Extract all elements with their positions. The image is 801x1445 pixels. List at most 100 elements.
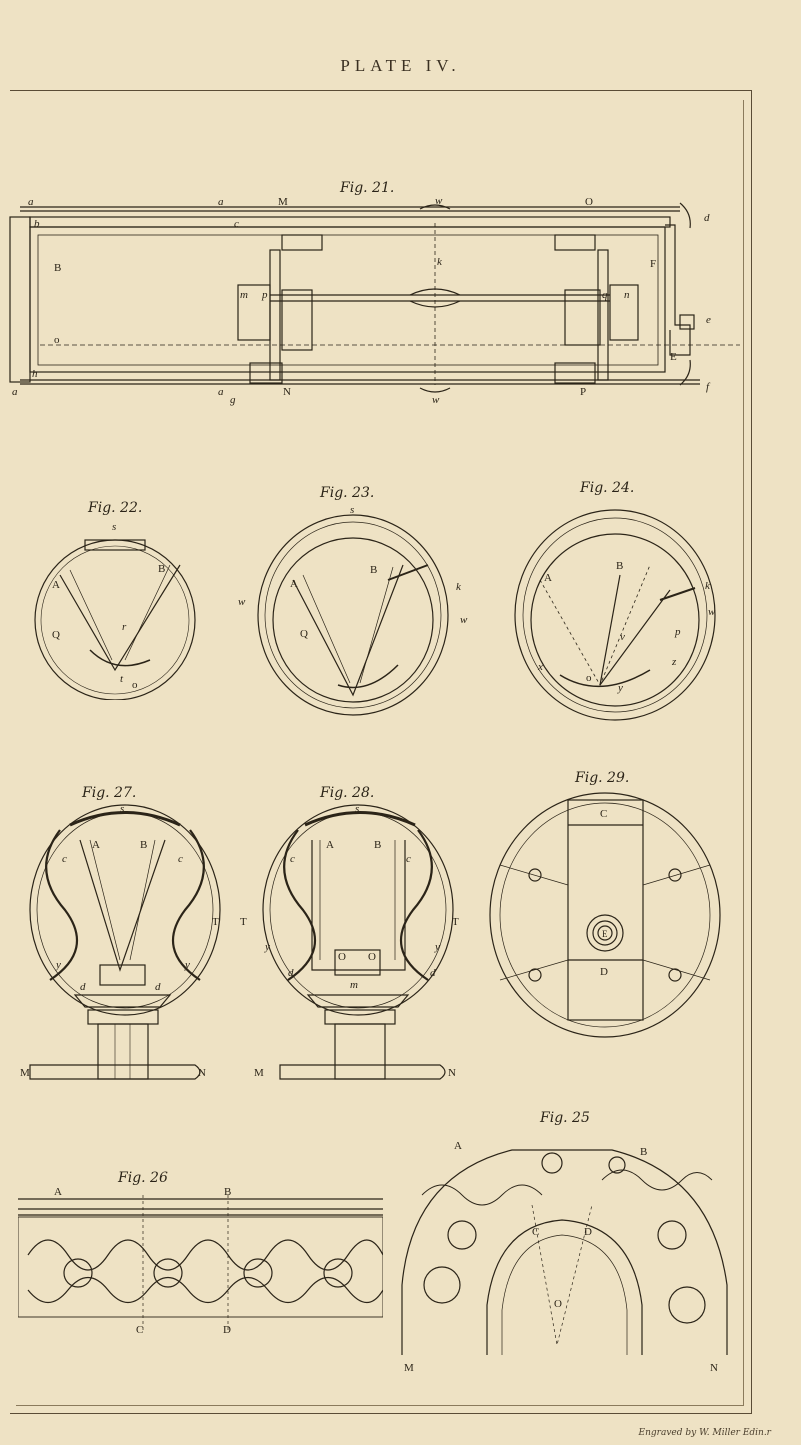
- fig21-label-w2: w: [432, 394, 440, 406]
- fig27-label-B: B: [140, 839, 147, 851]
- fig23-label-Q: Q: [300, 628, 308, 640]
- fig24-caption: Fig. 24.: [580, 480, 635, 496]
- fig22-label-o: o: [132, 679, 138, 691]
- fig21-label-g: g: [230, 394, 236, 406]
- fig21-label-b: b: [34, 218, 40, 230]
- fig23-label-w2: w: [460, 614, 468, 626]
- fig24-label-o: o: [586, 672, 592, 684]
- fig21-label-d: d: [704, 212, 710, 224]
- plate-border: [10, 90, 752, 1414]
- fig21-label-N: N: [283, 386, 291, 398]
- fig21-label-o: o: [54, 334, 60, 346]
- fig22-label-s: s: [112, 521, 116, 533]
- fig28-label-o2: O: [368, 951, 376, 963]
- fig25-label-M: M: [404, 1362, 414, 1374]
- fig27-label-A: A: [92, 839, 100, 851]
- fig24-label-z: z: [671, 656, 677, 668]
- fig28-label-c1: c: [290, 853, 295, 865]
- fig21-drawing: a a w b c d k m p q n e h f a a g w M O …: [9, 195, 740, 406]
- fig26-drawing: A B C D: [18, 1186, 383, 1336]
- fig23-label-w1: w: [238, 596, 246, 608]
- fig21-label-w1: w: [435, 195, 443, 207]
- fig23-label-A: A: [290, 578, 298, 590]
- fig22-caption: Fig. 22.: [88, 500, 143, 516]
- fig21-label-e: e: [706, 314, 711, 326]
- fig24-label-k: k: [705, 580, 711, 592]
- fig28-label-N: N: [448, 1067, 456, 1079]
- fig28-label-m: m: [350, 979, 358, 991]
- fig23-label-s: s: [350, 505, 354, 516]
- fig24-label-y: y: [617, 682, 623, 694]
- fig26-label-D: D: [223, 1324, 231, 1336]
- fig27-label-N: N: [198, 1067, 206, 1079]
- fig22-drawing: s r t A B Q o: [34, 521, 196, 700]
- fig24-drawing: k w v p x z y A B o: [514, 509, 716, 721]
- fig29-label-C: C: [600, 808, 607, 820]
- fig27-label-M: M: [20, 1067, 30, 1079]
- fig22-label-t: t: [120, 673, 124, 685]
- fig25-label-O: O: [554, 1298, 562, 1310]
- fig26-label-A: A: [54, 1186, 62, 1198]
- fig22-label-Q: Q: [52, 629, 60, 641]
- fig28-label-T1: T: [240, 916, 247, 928]
- fig21-label-P: P: [580, 386, 586, 398]
- fig28-label-y2: y: [434, 941, 440, 953]
- fig25-label-N: N: [710, 1362, 718, 1374]
- fig29-label-E: E: [602, 929, 608, 939]
- fig26-caption: Fig. 26: [118, 1170, 168, 1186]
- fig26-label-C: C: [136, 1324, 143, 1336]
- fig21-caption: Fig. 21.: [340, 180, 395, 196]
- fig23-caption: Fig. 23.: [320, 485, 375, 501]
- fig24-label-B: B: [616, 560, 623, 572]
- fig24-label-x: x: [537, 661, 543, 673]
- fig21-label-n: n: [624, 289, 630, 301]
- fig28-caption: Fig. 28.: [320, 785, 375, 801]
- fig27-label-y1: y: [55, 959, 61, 971]
- fig23-drawing: s k w w A B Q: [238, 505, 468, 716]
- fig27-label-s: s: [120, 803, 124, 815]
- fig25-caption: Fig. 25: [540, 1110, 590, 1126]
- fig24-label-p: p: [674, 626, 681, 638]
- fig21-label-a2: a: [218, 196, 224, 208]
- fig22-label-r: r: [122, 621, 127, 633]
- fig28-label-y1: y: [264, 941, 270, 953]
- fig29-drawing: C E D: [489, 792, 721, 1038]
- fig27-label-c2: c: [178, 853, 183, 865]
- fig21-label-f: f: [706, 381, 711, 393]
- fig26-label-B: B: [224, 1186, 231, 1198]
- fig25-label-D: D: [584, 1226, 592, 1238]
- fig25-drawing: A B C D O M N: [401, 1140, 728, 1374]
- fig23-label-k: k: [456, 581, 462, 593]
- fig21-label-h: h: [32, 368, 38, 380]
- fig27-label-y2: y: [184, 959, 190, 971]
- fig23-label-B: B: [370, 564, 377, 576]
- engraver-credit: Engraved by W. Miller Edin.r: [638, 1428, 771, 1438]
- fig28-label-s: s: [355, 803, 359, 815]
- fig27-label-d1: d: [80, 981, 86, 993]
- fig28-label-d1: d: [288, 967, 294, 979]
- fig21-label-a1: a: [28, 196, 34, 208]
- fig28-label-A: A: [326, 839, 334, 851]
- fig21-label-B: B: [54, 262, 61, 274]
- fig27-label-c1: c: [62, 853, 67, 865]
- fig27-label-T: T: [212, 916, 219, 928]
- fig21-label-F: F: [650, 258, 656, 270]
- fig28-label-B: B: [374, 839, 381, 851]
- fig28-label-d2: d: [430, 967, 436, 979]
- fig27-label-d2: d: [155, 981, 161, 993]
- fig28-label-M: M: [254, 1067, 264, 1079]
- fig21-label-E: E: [670, 351, 677, 363]
- fig21-label-q: q: [602, 289, 608, 301]
- fig21-label-a4: a: [218, 386, 224, 398]
- fig24-label-A: A: [544, 572, 552, 584]
- fig21-label-p: p: [261, 289, 268, 301]
- fig29-label-D: D: [600, 966, 608, 978]
- fig24-label-v: v: [620, 631, 625, 643]
- fig21-label-m: m: [240, 289, 248, 301]
- plate-inner-border: [16, 100, 744, 1406]
- fig28-drawing: s c c y y m d d A B T T O O M N: [240, 803, 459, 1080]
- fig21-label-c: c: [234, 218, 239, 230]
- fig21-label-k: k: [437, 256, 443, 268]
- fig25-label-C: C: [532, 1226, 539, 1238]
- fig28-label-o1: O: [338, 951, 346, 963]
